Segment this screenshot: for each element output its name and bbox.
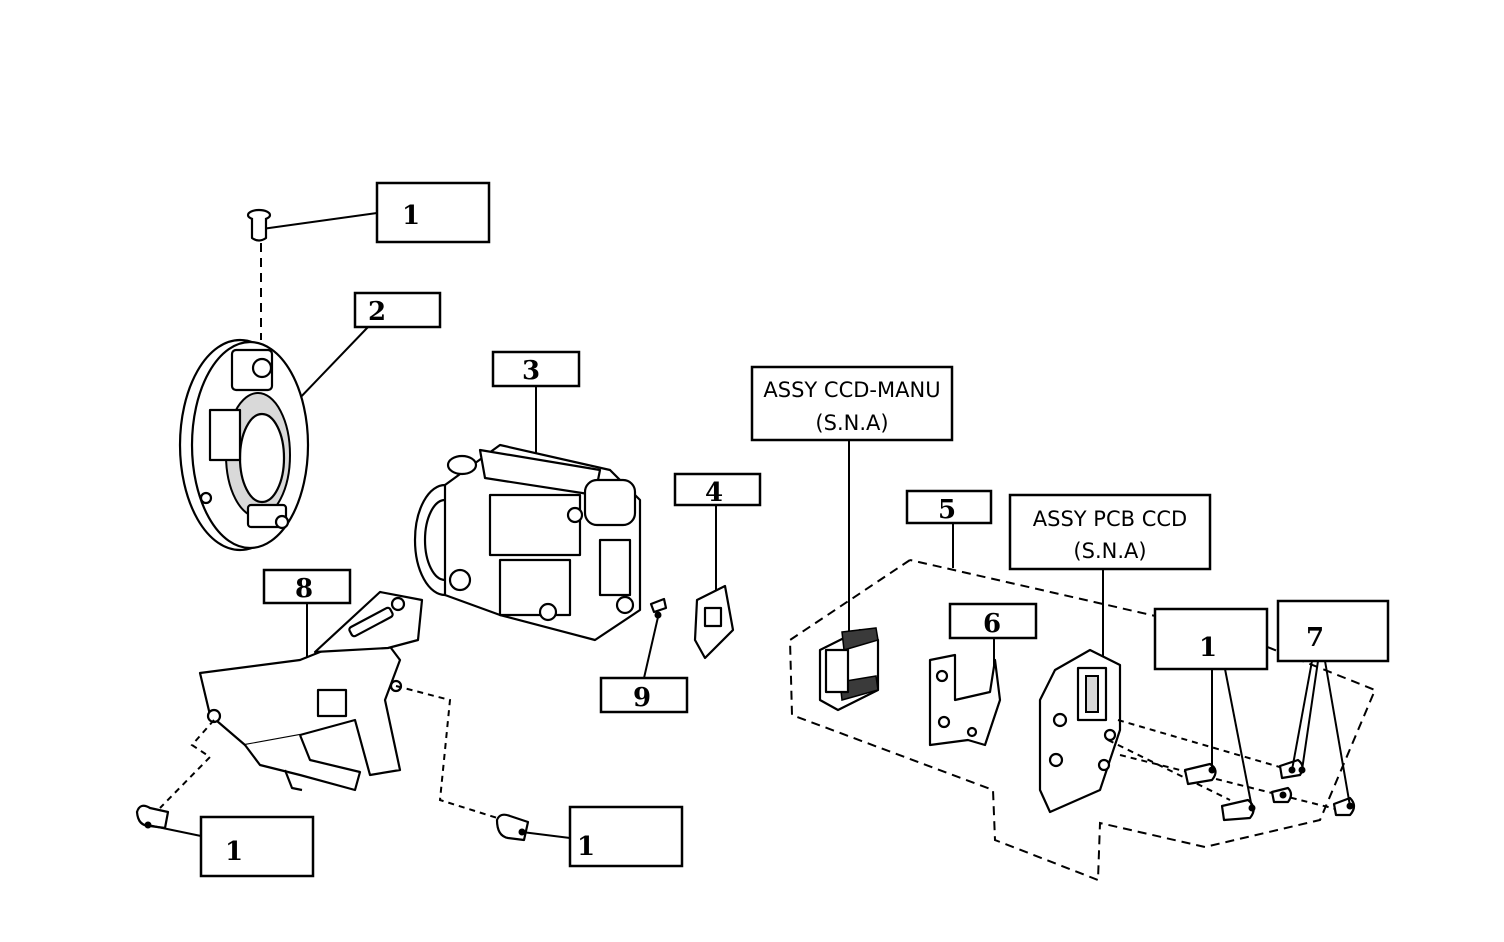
- label-assy-ccd-manu: ASSY CCD-MANU (S.N.A): [750, 365, 954, 442]
- bracket-part: [198, 590, 424, 792]
- callout-2: 2: [353, 291, 442, 329]
- ccd-plate-part: [928, 653, 1002, 747]
- filter-plate-part: [693, 584, 735, 660]
- callout-1-bottom-left-text: 1: [225, 837, 243, 867]
- callout-1-right: 1: [1153, 607, 1269, 671]
- callout-7-text: 7: [1306, 623, 1324, 653]
- callout-1-bottom-left: 1: [199, 815, 315, 878]
- front-ring-part: [178, 338, 310, 552]
- callout-6: 6: [948, 602, 1038, 640]
- pcb-ccd-part: [1038, 648, 1122, 814]
- pcb-ccd-line1: ASSY PCB CCD: [1033, 507, 1187, 531]
- callout-3-text: 3: [522, 356, 540, 386]
- ccd-manu-part: [818, 627, 880, 712]
- ccd-manu-line1: ASSY CCD-MANU: [763, 378, 940, 402]
- small-clip-part: [649, 597, 668, 614]
- callout-5: 5: [905, 489, 993, 525]
- callout-4: 4: [673, 472, 762, 508]
- pcb-ccd-line2: (S.N.A): [1073, 539, 1146, 563]
- screws-right-parts: [1183, 758, 1356, 822]
- screw-bottom-left-part: [135, 804, 170, 830]
- callout-8: 8: [262, 568, 352, 605]
- ccd-group-outline: [788, 559, 1377, 882]
- callout-7: 7: [1276, 599, 1390, 663]
- callout-1-top-text: 1: [402, 201, 420, 231]
- ccd-manu-line2: (S.N.A): [815, 411, 888, 435]
- label-assy-pcb-ccd: ASSY PCB CCD (S.N.A): [1008, 493, 1212, 571]
- callout-4-text: 4: [705, 478, 723, 508]
- callout-9: 9: [599, 676, 689, 714]
- callout-1-bottom-mid-text: 1: [577, 832, 595, 862]
- callout-1-top: 1: [375, 181, 491, 244]
- screw-bottom-mid-part: [495, 813, 530, 842]
- callout-9-text: 9: [633, 683, 651, 713]
- callout-5-text: 5: [938, 495, 956, 525]
- callout-6-text: 6: [983, 609, 1001, 639]
- callout-8-text: 8: [295, 574, 313, 604]
- callout-1-bottom-mid: 1: [568, 805, 684, 868]
- lens-unit-part: [413, 443, 642, 642]
- callout-1-right-text: 1: [1199, 633, 1217, 663]
- callout-2-text: 2: [368, 297, 386, 327]
- callout-3: 3: [491, 350, 581, 388]
- screw-top-part: [246, 208, 272, 242]
